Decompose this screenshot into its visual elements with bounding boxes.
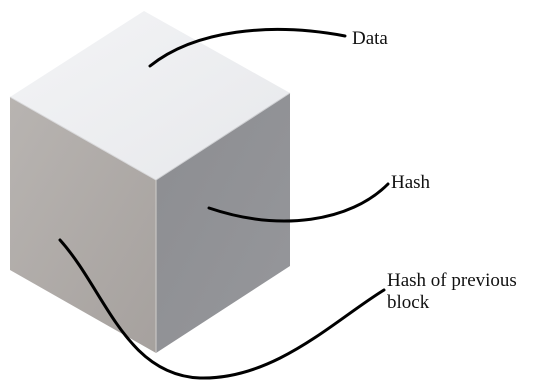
label-data: Data [352,28,388,49]
pointer-line-hash [207,182,390,223]
label-prev-line-1: Hash of previous [387,270,517,291]
pointer-line-previous-hash [58,238,386,380]
cube-right-face [156,93,290,353]
label-hash: Hash [391,172,431,193]
cube-top-left-edge [9,96,157,181]
cube-left-face [10,97,156,353]
cube-top-right-edge [155,92,291,181]
label-hash-of-previous-block: Hash of previous block [387,270,517,314]
cube-top-face [10,11,290,180]
label-prev-line-2: block [387,292,430,313]
pointer-line-data [148,28,347,68]
